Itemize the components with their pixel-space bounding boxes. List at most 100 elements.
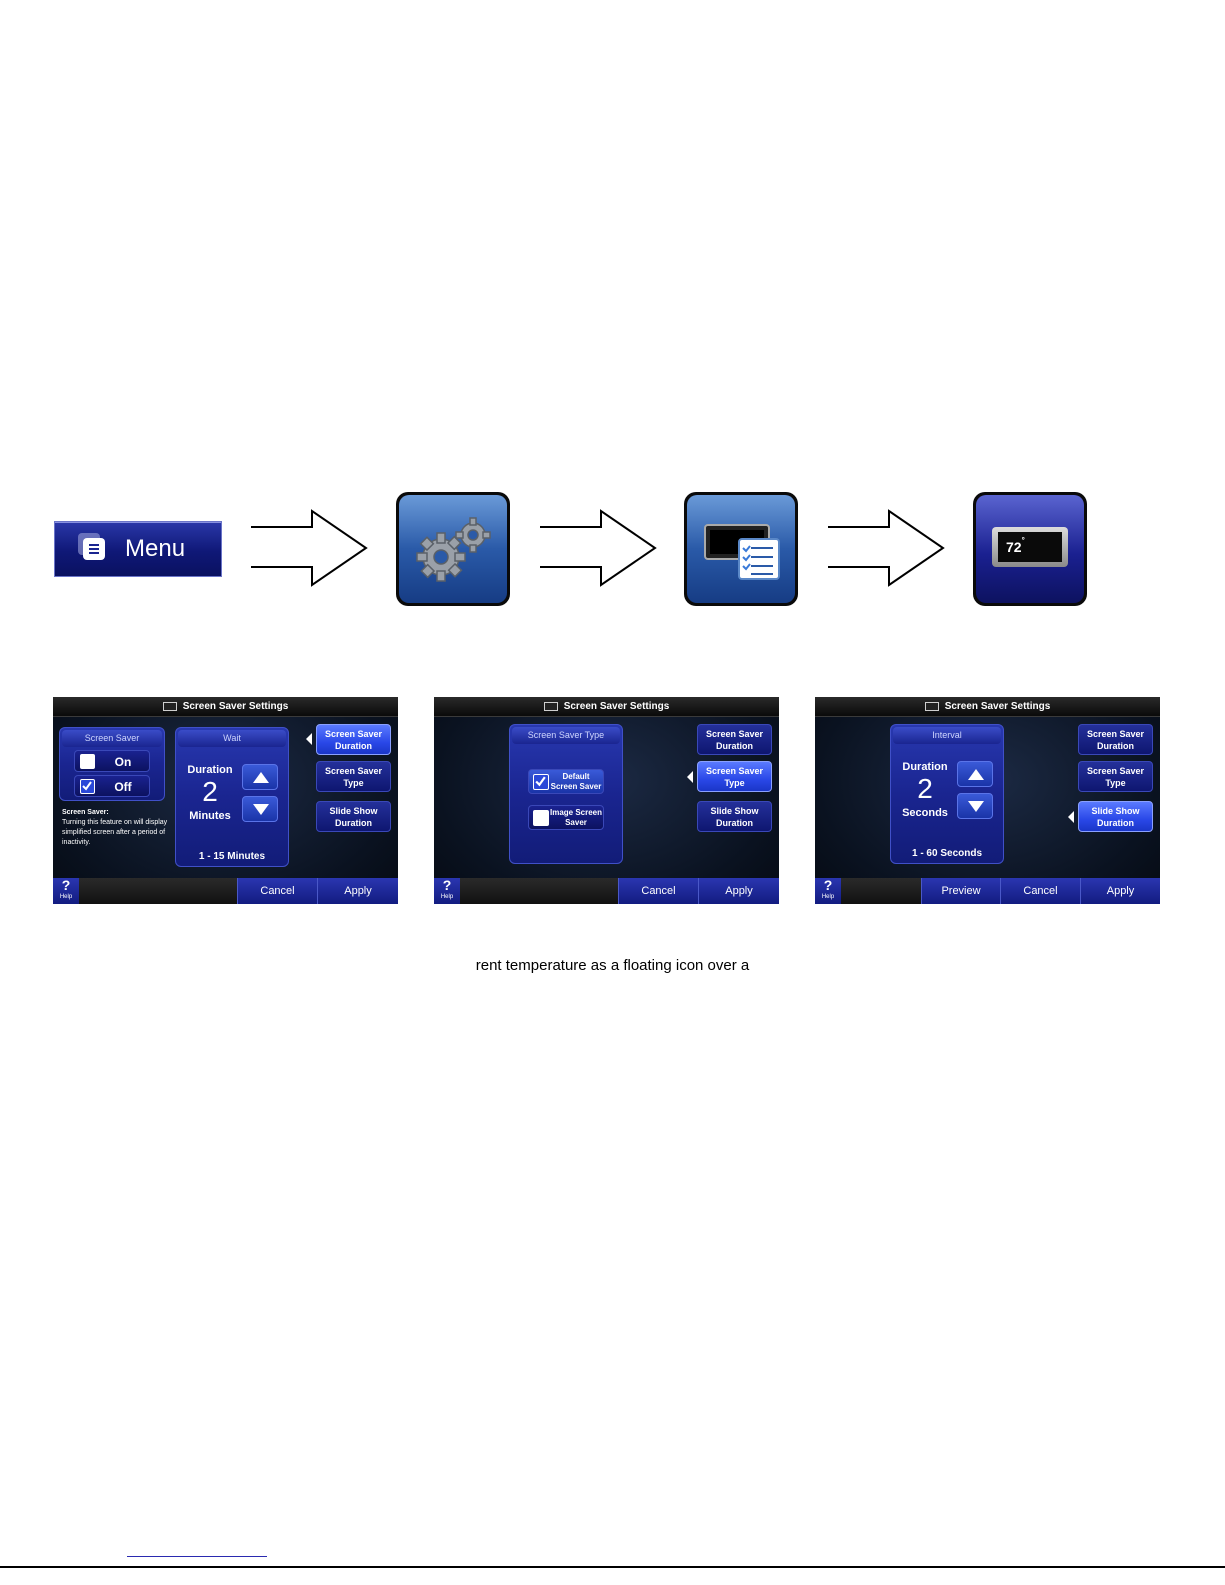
settings-tile[interactable] xyxy=(396,492,510,606)
display-icon xyxy=(924,702,939,711)
interval-panel: Interval Duration 2 Seconds 1 - 60 Secon… xyxy=(890,724,1004,864)
range-label: 1 - 60 Seconds xyxy=(911,848,983,859)
duration-label: Duration xyxy=(902,761,948,773)
description-title: Screen Saver: xyxy=(62,809,109,816)
default-screen-saver-option[interactable]: Default Screen Saver xyxy=(528,769,604,794)
help-button[interactable]: ? Help xyxy=(434,878,460,904)
wait-panel: Wait Duration 2 Minutes 1 - 15 Minutes xyxy=(175,727,289,867)
bottom-bar: ? Help Cancel Apply xyxy=(434,878,779,904)
gears-icon xyxy=(416,517,491,582)
bottom-bar: ? Help Preview Cancel Apply xyxy=(815,878,1160,904)
image-screen-saver-label: Image Screen Saver xyxy=(549,808,603,827)
help-icon: ? xyxy=(61,877,71,893)
cancel-button[interactable]: Cancel xyxy=(618,878,698,904)
screen-saver-panel: Screen Saver On Off xyxy=(59,727,165,801)
right-arrow-icon xyxy=(251,509,368,587)
side-btn-screen-saver-duration[interactable]: Screen Saver Duration xyxy=(1078,724,1153,755)
cancel-button[interactable]: Cancel xyxy=(237,878,317,904)
cancel-button[interactable]: Cancel xyxy=(1000,878,1080,904)
off-toggle[interactable]: Off xyxy=(74,775,150,797)
screen-title: Screen Saver Settings xyxy=(182,701,289,712)
selection-indicator-icon xyxy=(687,771,693,783)
off-label: Off xyxy=(114,780,132,794)
increase-button[interactable] xyxy=(957,761,993,787)
title-bar: Screen Saver Settings xyxy=(815,697,1160,717)
screen-saver-type-screen: Screen Saver Settings Screen Saver Type … xyxy=(434,697,779,904)
screen-title: Screen Saver Settings xyxy=(563,701,670,712)
bottom-bar: ? Help Cancel Apply xyxy=(53,878,398,904)
apply-button[interactable]: Apply xyxy=(317,878,398,904)
panel-header: Interval xyxy=(893,727,1001,744)
image-screen-saver-option[interactable]: Image Screen Saver xyxy=(528,805,604,830)
decrease-button[interactable] xyxy=(957,793,993,819)
help-label: Help xyxy=(821,894,835,900)
right-arrow-icon xyxy=(540,509,657,587)
screen-saver-type-panel: Screen Saver Type Default Screen Saver I… xyxy=(509,724,623,864)
default-screen-saver-label: Default Screen Saver xyxy=(550,772,602,791)
slide-show-duration-screen: Screen Saver Settings Interval Duration … xyxy=(815,697,1160,904)
screen-saver-tile[interactable]: 72° xyxy=(973,492,1087,606)
checkmark-icon xyxy=(80,779,95,794)
display-icon xyxy=(543,702,558,711)
footer-divider xyxy=(0,1566,1225,1568)
duration-value: 2 xyxy=(917,773,933,804)
status-area xyxy=(79,878,237,904)
title-bar: Screen Saver Settings xyxy=(53,697,398,717)
on-toggle[interactable]: On xyxy=(74,750,150,772)
apply-button[interactable]: Apply xyxy=(698,878,779,904)
side-btn-screen-saver-duration[interactable]: Screen Saver Duration xyxy=(697,724,772,755)
duration-unit: Minutes xyxy=(189,810,231,822)
thermostat-temp: 72 xyxy=(1006,539,1022,555)
side-btn-slide-show-duration[interactable]: Slide Show Duration xyxy=(697,801,772,832)
help-icon: ? xyxy=(823,877,833,893)
footer-link-underline[interactable] xyxy=(127,1556,267,1557)
increase-button[interactable] xyxy=(242,764,278,790)
display-settings-tile[interactable] xyxy=(684,492,798,606)
duration-label: Duration xyxy=(187,764,233,776)
apply-button[interactable]: Apply xyxy=(1080,878,1160,904)
up-arrow-icon xyxy=(253,772,269,783)
help-label: Help xyxy=(440,894,454,900)
help-button[interactable]: ? Help xyxy=(53,878,79,904)
side-btn-screen-saver-type[interactable]: Screen Saver Type xyxy=(1078,761,1153,792)
down-arrow-icon xyxy=(253,804,269,815)
display-icon xyxy=(162,702,177,711)
duration-unit: Seconds xyxy=(902,807,948,819)
caption-text: rent temperature as a floating icon over… xyxy=(475,957,750,974)
side-btn-screen-saver-duration[interactable]: Screen Saver Duration xyxy=(316,724,391,755)
right-arrow-icon xyxy=(828,509,945,587)
screen-saver-duration-screen: Screen Saver Settings Screen Saver On Of… xyxy=(53,697,398,904)
status-area xyxy=(460,878,618,904)
checkbox-icon xyxy=(533,810,549,826)
help-icon: ? xyxy=(442,877,452,893)
panel-header: Screen Saver xyxy=(62,730,162,747)
selection-indicator-icon xyxy=(1068,811,1074,823)
panel-header: Screen Saver Type xyxy=(512,727,620,744)
side-btn-screen-saver-type[interactable]: Screen Saver Type xyxy=(316,761,391,792)
decrease-button[interactable] xyxy=(242,796,278,822)
checkmark-icon xyxy=(533,774,549,790)
status-area xyxy=(841,878,921,904)
display-settings-icon xyxy=(704,524,780,580)
menu-label: Menu xyxy=(125,535,186,562)
degree-symbol: ° xyxy=(1021,536,1025,545)
side-btn-screen-saver-type[interactable]: Screen Saver Type xyxy=(697,761,772,792)
preview-button[interactable]: Preview xyxy=(921,878,1000,904)
screen-title: Screen Saver Settings xyxy=(944,701,1051,712)
help-button[interactable]: ? Help xyxy=(815,878,841,904)
side-btn-slide-show-duration[interactable]: Slide Show Duration xyxy=(1078,801,1153,832)
title-bar: Screen Saver Settings xyxy=(434,697,779,717)
description-body: Turning this feature on will display sim… xyxy=(62,819,168,846)
down-arrow-icon xyxy=(968,801,984,812)
checkbox-icon xyxy=(80,754,95,769)
menu-button[interactable]: Menu xyxy=(54,521,222,577)
on-label: On xyxy=(114,755,132,769)
selection-indicator-icon xyxy=(306,733,312,745)
side-btn-slide-show-duration[interactable]: Slide Show Duration xyxy=(316,801,391,832)
panel-header: Wait xyxy=(178,730,286,747)
thermostat-icon: 72° xyxy=(976,495,1084,603)
menu-icon xyxy=(78,533,107,562)
up-arrow-icon xyxy=(968,769,984,780)
help-label: Help xyxy=(59,894,73,900)
